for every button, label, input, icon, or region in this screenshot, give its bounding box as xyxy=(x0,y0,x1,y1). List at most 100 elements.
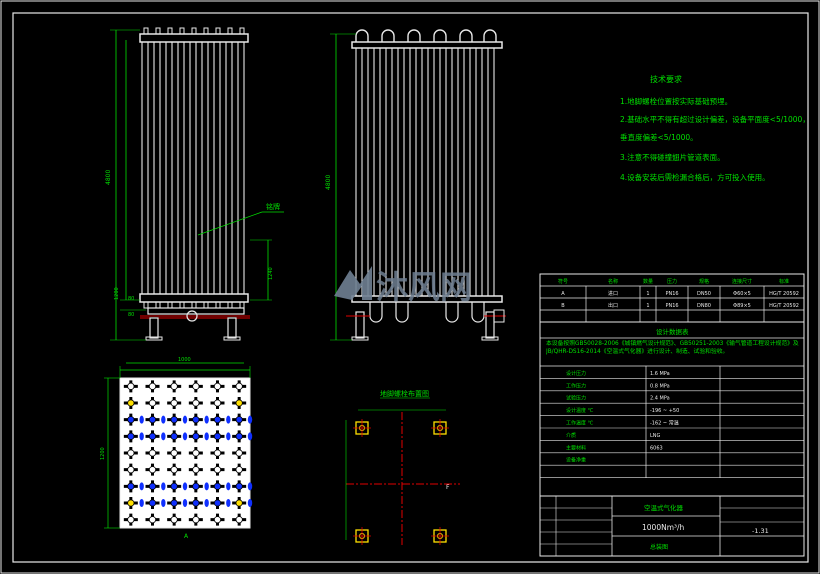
tech-req-line-5: 4.设备安装后需检漏合格后，方可投入使用。 xyxy=(620,172,770,182)
fin-core xyxy=(170,449,178,457)
watermark-logo: 沐风网 xyxy=(334,266,472,306)
inner-frame xyxy=(12,12,809,563)
front-dim-1: 1200 xyxy=(114,287,120,300)
top-lug xyxy=(191,27,197,35)
fin-blue xyxy=(182,432,188,441)
fin-blue xyxy=(226,482,231,491)
design-row-value: -162 ~ 常温 xyxy=(650,420,679,427)
u-bend xyxy=(355,29,369,42)
nozzle-cell: Φ60×5 xyxy=(733,291,751,297)
fin-core xyxy=(192,516,200,524)
fin-blue xyxy=(247,415,253,424)
top-lug xyxy=(215,27,221,35)
foundation-title: 地脚螺栓布置图 xyxy=(380,389,429,398)
tech-req-line-1: 1.地脚螺栓位置按实际基础预埋。 xyxy=(620,96,732,106)
nozzle-cell: 出口 xyxy=(608,302,618,309)
fin-core xyxy=(148,382,157,390)
bottom-lug xyxy=(239,301,245,309)
fin-core xyxy=(127,449,135,457)
bottom-lug xyxy=(155,301,161,309)
title-label: 总装图 xyxy=(650,543,668,551)
tech-req-title: 技术要求 xyxy=(650,74,682,84)
design-row-label: 设计压力 xyxy=(566,370,586,377)
design-spec-box: 本设备按照GB50028-2006《城镇燃气设计规范》、GB50251-2003… xyxy=(546,341,799,355)
nozzle-cell: DN80 xyxy=(697,303,711,309)
side-dim-height: 4800 xyxy=(325,175,332,190)
design-row-label: 工作温度 ℃ xyxy=(566,420,594,427)
fin-blue xyxy=(204,482,209,491)
fin-blue xyxy=(204,432,209,441)
fin-core xyxy=(127,499,135,507)
fin-core xyxy=(127,432,135,440)
fin-core xyxy=(235,416,243,424)
design-row-value: LNG xyxy=(650,433,661,439)
fin-core xyxy=(192,499,200,507)
top-lug xyxy=(143,27,149,35)
bottom-lug xyxy=(191,301,197,309)
design-row-value: -196 ~ +50 xyxy=(650,408,679,414)
fin-blue xyxy=(182,482,188,491)
nozzle-cell: HG/T 20592 xyxy=(769,303,799,309)
fin-core xyxy=(213,466,222,474)
nozzle-cell: Φ89×5 xyxy=(733,303,751,309)
fin-core xyxy=(170,482,178,490)
tech-req-line-3: 垂直度偏差<5/1000。 xyxy=(620,132,698,142)
nozzle-cell: DN50 xyxy=(697,291,711,297)
fin-core xyxy=(213,382,222,390)
fin-core xyxy=(235,466,243,474)
fin-blue xyxy=(139,499,144,507)
fin-core xyxy=(148,516,157,524)
design-row-value: 0.8 MPa xyxy=(650,383,670,389)
fin-core xyxy=(192,449,200,457)
fin-core xyxy=(192,399,200,407)
fin-core xyxy=(127,466,135,474)
title-capacity: 1000Nm³/h xyxy=(642,523,685,532)
fin-blue xyxy=(204,415,209,424)
design-row-label: 设计温度 ℃ xyxy=(566,407,594,414)
fin-blue xyxy=(247,432,253,441)
design-row-value: 6063 xyxy=(650,445,663,451)
top-lug xyxy=(239,27,245,35)
fin-core xyxy=(148,466,157,474)
tech-req-line-4: 3.注意不得碰撞翅片管道表面。 xyxy=(620,152,725,162)
bottom-lug xyxy=(179,301,185,309)
title-equipment-name: 空温式气化器 xyxy=(644,503,684,512)
fin-blue xyxy=(161,415,166,424)
u-bend xyxy=(483,29,497,42)
fin-core xyxy=(235,382,243,390)
u-bend xyxy=(459,29,473,42)
title-drawing-no: -1.31 xyxy=(752,527,769,535)
fin-core xyxy=(192,416,200,424)
nozzle-cell: B xyxy=(561,303,565,309)
front-lugs xyxy=(143,27,245,309)
side-view: 4800 xyxy=(325,29,506,341)
fin-core xyxy=(170,399,178,407)
fin-blue xyxy=(182,415,188,424)
top-lug xyxy=(203,27,209,35)
bottom-lug xyxy=(203,301,209,309)
fin-core xyxy=(213,399,222,407)
nozzle-cell: 进口 xyxy=(608,290,618,297)
fin-core xyxy=(235,432,243,440)
fin-core xyxy=(148,416,157,424)
foundation-mark: F xyxy=(446,484,450,491)
fin-core xyxy=(170,416,178,424)
fin-core xyxy=(148,499,157,507)
side-loops xyxy=(355,29,497,42)
fin-core xyxy=(170,499,178,507)
nozzle-cell: 1 xyxy=(646,303,649,309)
design-row-value: 2.4 MPa xyxy=(650,396,670,402)
foundation-plan: 地脚螺栓布置图 F xyxy=(345,389,460,545)
fin-core xyxy=(213,416,222,424)
fin-blue xyxy=(161,482,166,491)
front-dim-3: 80 xyxy=(128,312,134,318)
nozzle-cell: A xyxy=(561,291,565,297)
top-lug xyxy=(179,27,185,35)
fin-core xyxy=(235,482,243,490)
fin-blue xyxy=(182,499,188,507)
technical-requirements: 技术要求 1.地脚螺栓位置按实际基础预埋。 2.基础水平不得有超过设计偏差，设备… xyxy=(620,74,810,182)
fin-core xyxy=(127,416,135,424)
nozzle-header: 名称 xyxy=(608,278,618,285)
